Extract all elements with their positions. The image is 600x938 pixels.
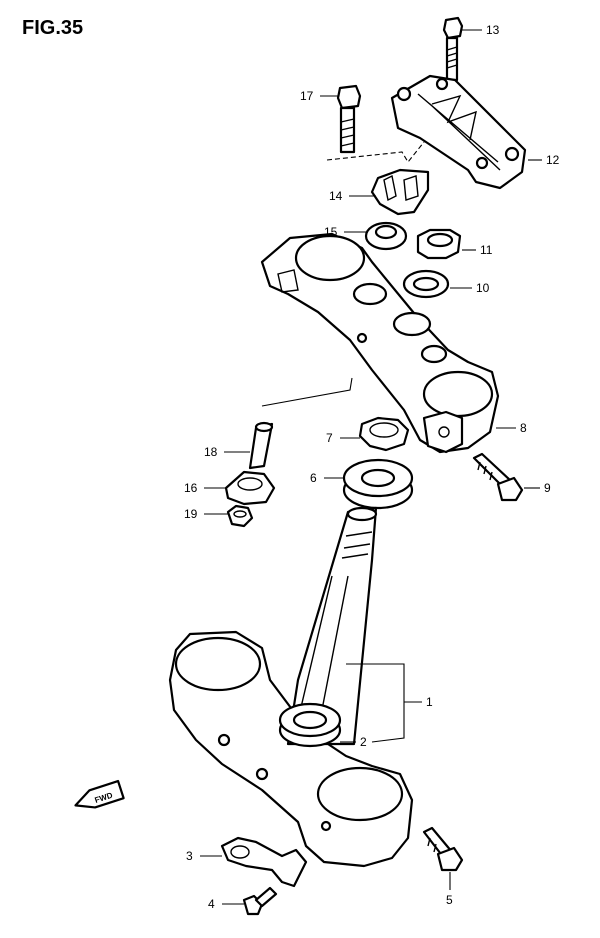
part-7-nut (358, 416, 410, 452)
callout-10: 10 (476, 281, 490, 295)
part-14-lower-clamp (370, 168, 430, 216)
callout-3: 3 (186, 849, 193, 863)
callout-1: 1 (426, 695, 433, 709)
leader-lines (200, 29, 542, 905)
callout-4: 4 (208, 897, 215, 911)
part-5-bolt (422, 826, 464, 872)
callout-9: 9 (544, 481, 551, 495)
callout-19: 19 (184, 507, 198, 521)
callout-labels: 13 12 17 14 15 11 10 8 9 7 6 18 16 19 1 … (184, 23, 560, 911)
part-6-bearing (342, 458, 414, 510)
callout-8: 8 (520, 421, 527, 435)
callout-7: 7 (326, 431, 333, 445)
figure-title: FIG.35 (22, 17, 83, 39)
callout-14: 14 (329, 189, 343, 203)
callout-16: 16 (184, 481, 198, 495)
part-8-upper-bracket (260, 232, 500, 454)
part-10-washer (402, 269, 450, 299)
callout-5: 5 (446, 893, 453, 907)
callout-13: 13 (486, 23, 500, 37)
part-16-seal (224, 470, 276, 506)
callout-18: 18 (204, 445, 218, 459)
callout-2: 2 (360, 735, 367, 749)
part-4-bolt (242, 886, 278, 916)
part-19-bush (226, 504, 254, 528)
part-17-bolt (336, 84, 362, 154)
part-15-grommet (364, 221, 408, 251)
part-13-bolt (442, 16, 464, 82)
part-9-bolt (472, 452, 524, 502)
part-11-nut (416, 228, 462, 260)
callout-15: 15 (324, 225, 338, 239)
callout-12: 12 (546, 153, 560, 167)
callout-17: 17 (300, 89, 314, 103)
part-3-clamp (220, 836, 308, 888)
callout-11: 11 (480, 243, 493, 257)
part-12-upper-clamp (390, 74, 527, 190)
fwd-arrow-icon: FWD (74, 779, 125, 809)
part-1-lower-bracket (168, 506, 414, 868)
callout-6: 6 (310, 471, 317, 485)
part-18-pin (248, 421, 274, 470)
